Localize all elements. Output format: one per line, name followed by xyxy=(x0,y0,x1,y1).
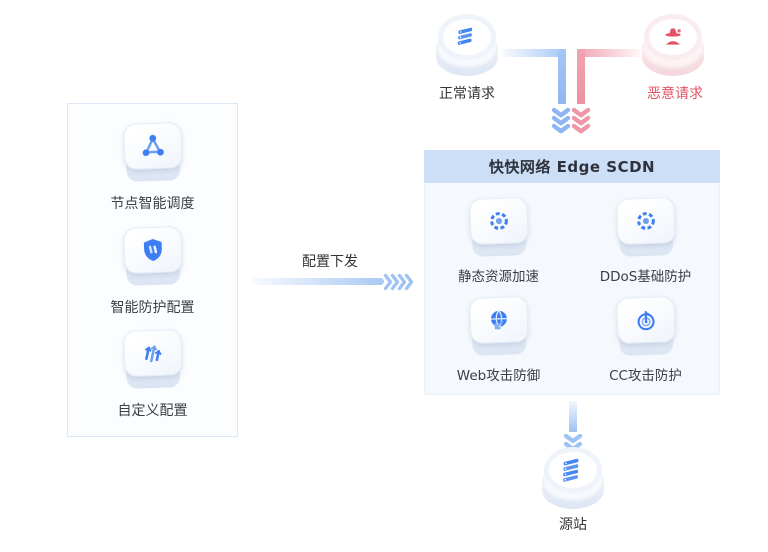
tile xyxy=(612,295,680,360)
scdn-box: 快快网络 Edge SCDN 静态资源加速 xyxy=(424,150,720,395)
malicious-request-label: 恶意请求 xyxy=(647,86,703,102)
malicious-request-node xyxy=(642,14,704,78)
normal-request-label: 正常请求 xyxy=(439,86,495,102)
network-nodes-icon xyxy=(142,134,164,157)
config-dispatch-label: 配置下发 xyxy=(302,254,358,270)
tile xyxy=(119,122,187,186)
panel-item-label: 节点智能调度 xyxy=(110,196,195,212)
malicious-flow-line-vertical xyxy=(577,49,585,104)
feature-label: DDoS基础防护 xyxy=(599,269,692,285)
normal-flow-line-vertical xyxy=(558,49,566,104)
tile xyxy=(119,329,187,393)
tile xyxy=(465,197,533,261)
origin-node xyxy=(542,447,604,511)
feature-label: CC攻击防护 xyxy=(609,367,682,384)
disk-face xyxy=(644,14,702,60)
feature-web-attack-defense: Web攻击防御 xyxy=(425,288,572,387)
panel-item-protection-config: 智能防护配置 xyxy=(110,225,195,317)
panel-item-label: 智能防护配置 xyxy=(110,299,195,316)
tile xyxy=(119,225,187,290)
tile xyxy=(465,295,533,360)
feature-cc-attack-protection: CC攻击防护 xyxy=(572,288,719,387)
globe-shield-icon xyxy=(490,309,507,329)
disk-face xyxy=(438,14,496,60)
feature-ddos-protection: DDoS基础防护 xyxy=(572,189,719,288)
scdn-features: 静态资源加速 DDoS基础防护 xyxy=(424,183,720,395)
feature-label: Web攻击防御 xyxy=(456,367,541,384)
target-icon xyxy=(637,310,655,330)
feature-label: 静态资源加速 xyxy=(458,269,539,285)
config-dispatch-arrow-icon xyxy=(383,273,414,295)
tile xyxy=(612,197,680,261)
config-panel: 节点智能调度 智能防护配置 xyxy=(67,103,238,437)
hacker-icon xyxy=(665,28,681,45)
origin-label: 源站 xyxy=(559,517,587,533)
panel-item-label: 自定义配置 xyxy=(117,403,188,419)
disk-face xyxy=(544,447,602,493)
sliders-icon xyxy=(144,345,161,363)
panel-item-node-scheduling: 节点智能调度 xyxy=(111,122,195,213)
panel-item-custom-config: 自定义配置 xyxy=(118,329,188,420)
feature-static-acceleration: 静态资源加速 xyxy=(425,189,572,288)
malicious-flow-arrow-icon xyxy=(570,107,592,138)
shield-icon xyxy=(143,238,162,261)
gear-icon xyxy=(489,212,508,230)
config-dispatch-line xyxy=(251,278,384,285)
normal-flow-arrow-icon xyxy=(550,107,572,138)
server-icon xyxy=(457,27,473,45)
server-icon xyxy=(563,458,579,482)
normal-flow-line-horizontal xyxy=(503,49,566,57)
malicious-flow-line-horizontal xyxy=(577,49,641,57)
gear-icon xyxy=(636,212,655,230)
normal-request-node xyxy=(436,14,498,78)
scdn-title: 快快网络 Edge SCDN xyxy=(424,150,720,183)
origin-flow-line xyxy=(569,401,577,432)
